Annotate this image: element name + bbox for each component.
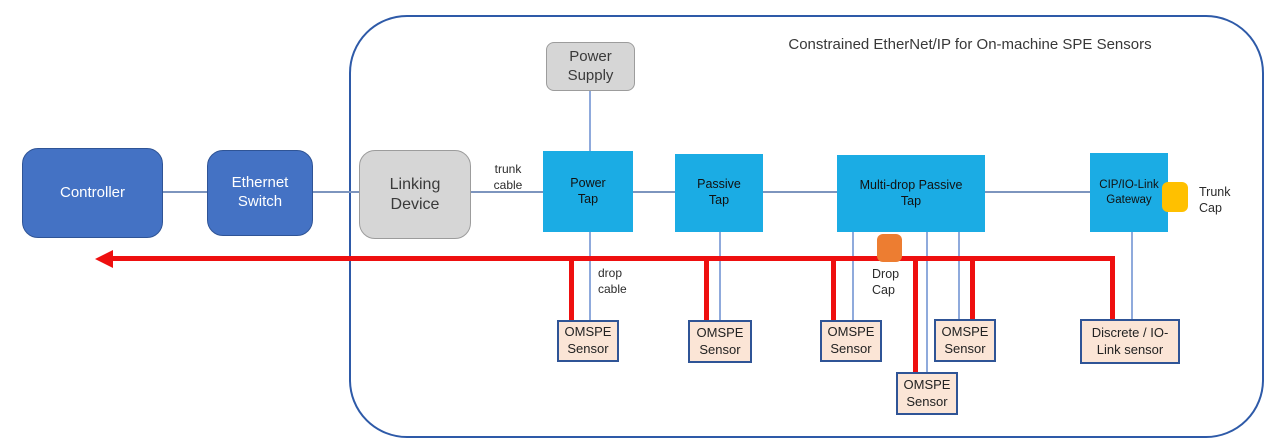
trunk-line-switch-linking bbox=[313, 191, 359, 193]
omspe-sensor-4: OMSPE Sensor bbox=[934, 319, 996, 362]
power-tap-node: Power Tap bbox=[543, 151, 633, 232]
controller-node: Controller bbox=[22, 148, 163, 238]
system-boundary-frame bbox=[349, 15, 1264, 438]
omspe-sensor-5: OMSPE Sensor bbox=[896, 372, 958, 415]
passive-tap-node: Passive Tap bbox=[675, 154, 763, 232]
drop-cap-label: Drop Cap bbox=[872, 267, 900, 298]
trunk-cap bbox=[1162, 182, 1188, 212]
passive-tap-label: Passive Tap bbox=[697, 177, 741, 207]
trunk-line-powertap-passivetap bbox=[633, 191, 675, 193]
drop-line-passivetap-sensor2 bbox=[719, 232, 721, 320]
trunk-line-multidrop-gateway bbox=[985, 191, 1090, 193]
trunk-cap-label: Trunk Cap bbox=[1199, 185, 1231, 216]
drop-line-multidrop-sensor5 bbox=[926, 232, 928, 372]
power-supply-feed-line bbox=[589, 91, 591, 151]
red-drop-line-sensor2 bbox=[704, 256, 709, 320]
power-supply-label: Power Supply bbox=[567, 47, 614, 84]
omspe-sensor-5-label: OMSPE Sensor bbox=[903, 376, 951, 409]
discrete-io-link-sensor-label: Discrete / IO- Link sensor bbox=[1091, 324, 1169, 357]
power-tap-label: Power Tap bbox=[570, 175, 606, 206]
linking-device-label: Linking Device bbox=[389, 175, 441, 213]
drop-line-gateway-discrete bbox=[1131, 232, 1133, 319]
omspe-sensor-1: OMSPE Sensor bbox=[557, 320, 619, 362]
drop-cap bbox=[877, 234, 902, 262]
discrete-io-link-sensor: Discrete / IO- Link sensor bbox=[1080, 319, 1180, 364]
linking-device-node: Linking Device bbox=[359, 150, 471, 239]
red-drop-line-sensor5 bbox=[913, 256, 918, 373]
diagram-title: Constrained EtherNet/IP for On-machine S… bbox=[788, 36, 1152, 53]
omspe-sensor-3: OMSPE Sensor bbox=[820, 320, 882, 362]
omspe-sensor-2: OMSPE Sensor bbox=[688, 320, 752, 363]
controller-label: Controller bbox=[59, 183, 126, 201]
ethernet-switch-node: Ethernet Switch bbox=[207, 150, 313, 236]
cip-io-link-gateway-node: CIP/IO-Link Gateway bbox=[1090, 153, 1168, 232]
drop-line-multidrop-sensor4 bbox=[958, 232, 960, 319]
drop-cable-label: drop cable bbox=[598, 266, 627, 296]
red-drop-line-sensor4 bbox=[970, 256, 975, 319]
cip-io-link-gateway-label: CIP/IO-Link Gateway bbox=[1099, 179, 1159, 206]
omspe-sensor-4-label: OMSPE Sensor bbox=[941, 323, 989, 356]
trunk-line-passivetap-multidrop bbox=[763, 191, 837, 193]
ethernet-switch-label: Ethernet Switch bbox=[231, 174, 289, 210]
red-drop-line-sensor1 bbox=[569, 256, 574, 320]
red-arrow-head bbox=[95, 250, 113, 268]
multidrop-passive-tap-node: Multi-drop Passive Tap bbox=[837, 155, 985, 232]
drop-line-powertap-sensor1 bbox=[589, 232, 591, 320]
omspe-sensor-1-label: OMSPE Sensor bbox=[564, 324, 612, 356]
omspe-sensor-3-label: OMSPE Sensor bbox=[827, 324, 875, 356]
trunk-line-linking-powertap bbox=[471, 191, 543, 193]
red-drop-line-sensor3 bbox=[831, 256, 836, 320]
drop-line-multidrop-sensor3 bbox=[852, 232, 854, 320]
omspe-sensor-2-label: OMSPE Sensor bbox=[696, 324, 744, 357]
trunk-line-controller-switch bbox=[163, 191, 207, 193]
red-drop-line-discrete bbox=[1110, 256, 1115, 320]
red-backbone-line bbox=[110, 256, 1115, 261]
power-supply-node: Power Supply bbox=[546, 42, 635, 91]
trunk-cable-label: trunk cable bbox=[493, 162, 523, 192]
multidrop-passive-tap-label: Multi-drop Passive Tap bbox=[859, 177, 963, 208]
